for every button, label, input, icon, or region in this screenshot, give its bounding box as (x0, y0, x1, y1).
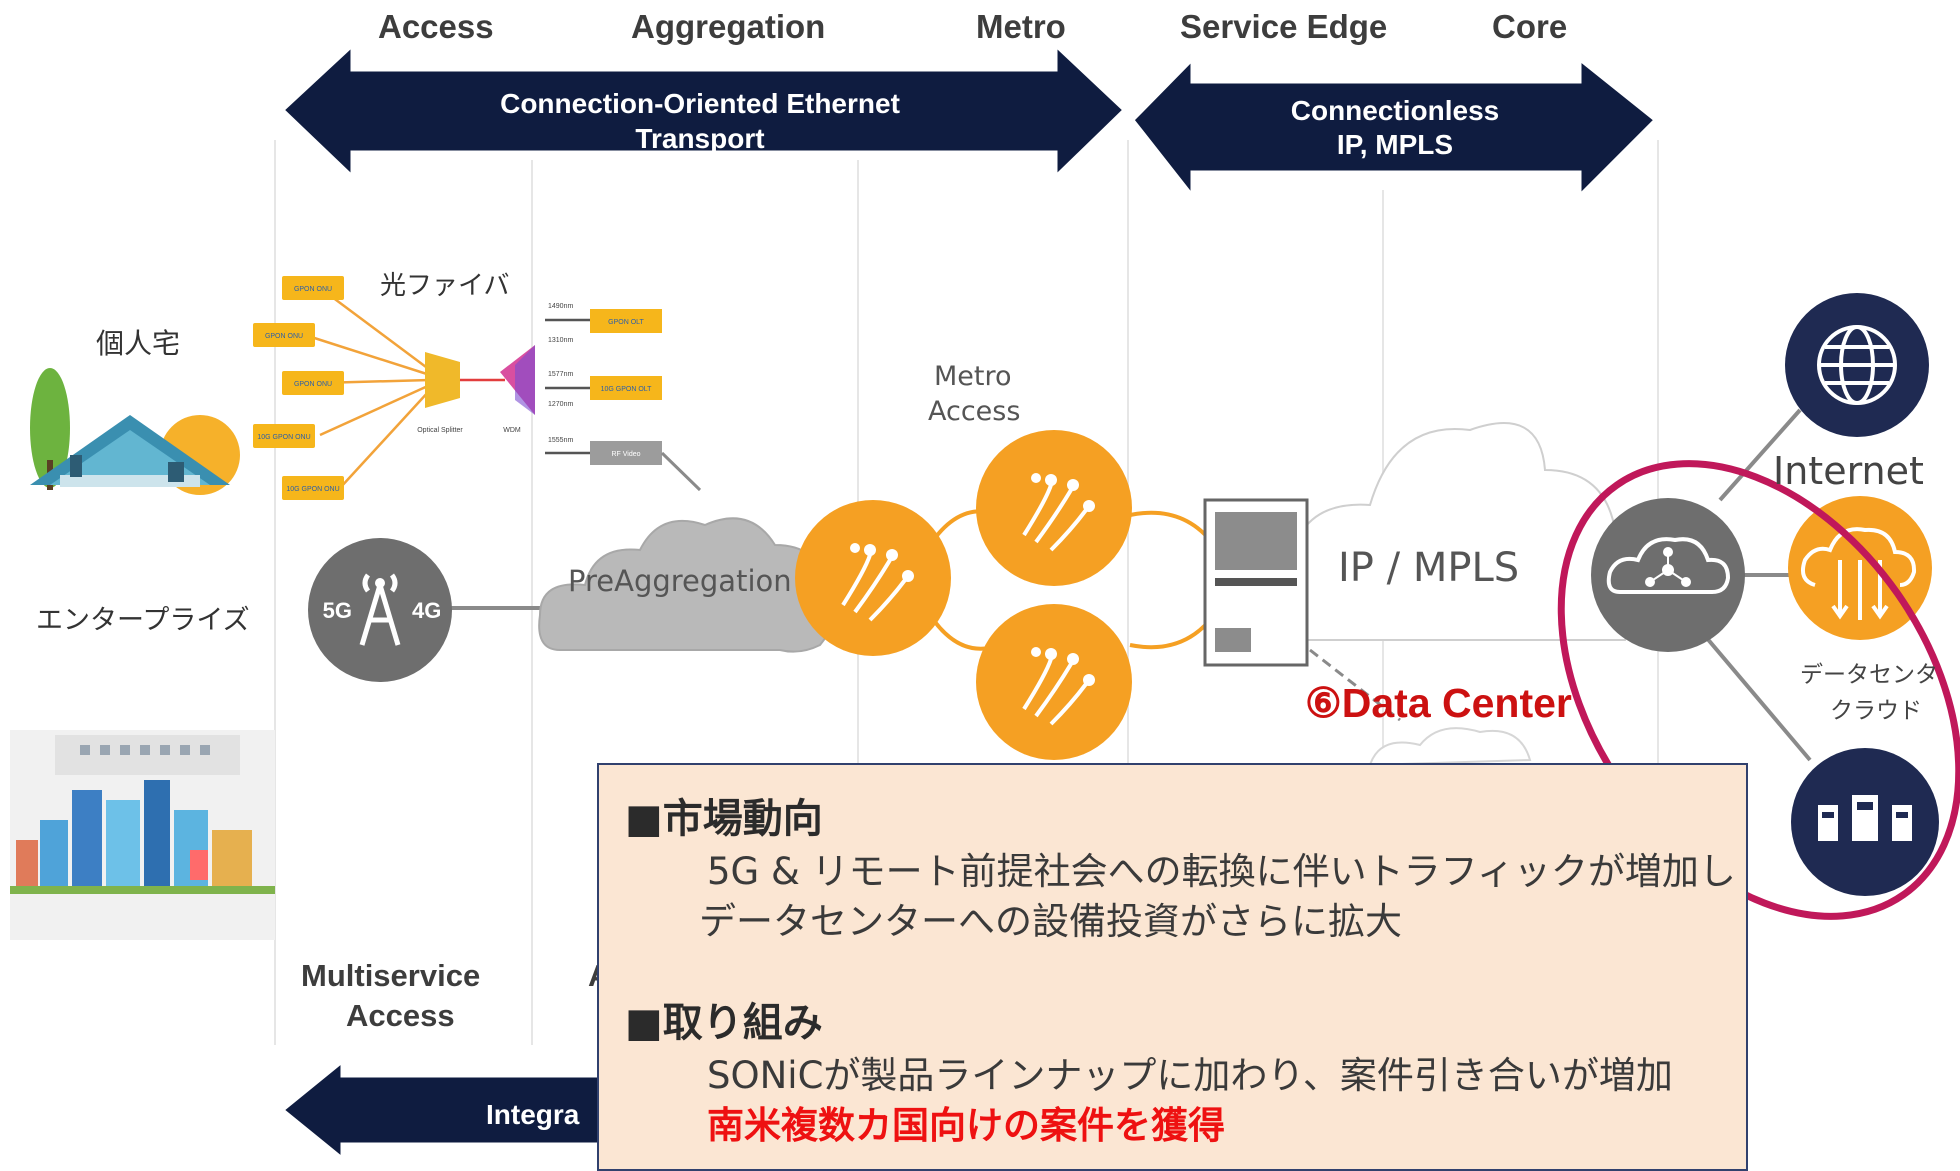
router-icons (841, 484, 1088, 726)
svg-text:1310nm: 1310nm (548, 337, 573, 344)
connectionless-arrow (1131, 56, 1658, 200)
data-center-label: ⑥Data Center (1305, 680, 1572, 726)
olt-boxes (590, 309, 662, 465)
olt-labels: GPON OLT 10G GPON OLT RF Video (601, 319, 653, 458)
multiservice-label-line1: Multiservice (301, 958, 481, 993)
svg-text:1270nm: 1270nm (548, 401, 573, 408)
rf-video-link (660, 451, 702, 492)
connectionless-label-line1: Connectionless (1290, 95, 1500, 126)
preaggregation-label: PreAggregation (568, 564, 792, 598)
wdm-label: WDM (503, 427, 521, 434)
cellular-4g-label: 4G (412, 598, 441, 623)
info-box: ■市場動向 5G & リモート前提社会への転換に伴いトラフィックが増加し データ… (597, 763, 1748, 1171)
connectionless-label-line2: IP, MPLS (1336, 129, 1454, 160)
metro-access-label-line1: Metro (934, 361, 1012, 392)
svg-text:GPON ONU: GPON ONU (294, 286, 332, 293)
metro-access-label-line2: Access (928, 396, 1021, 427)
svg-text:GPON ONU: GPON ONU (294, 381, 332, 388)
svg-text:10G GPON ONU: 10G GPON ONU (257, 434, 310, 441)
optical-splitter (425, 352, 460, 408)
multiservice-label-line2: Access (346, 998, 455, 1033)
header-service-edge: Service Edge (1180, 8, 1388, 45)
initiatives-line1: SONiCが製品ラインナップに加わり、案件引き合いが増加 (707, 1054, 1673, 1097)
cloud-network-icon (1606, 537, 1731, 594)
connection-oriented-arrow (280, 42, 1127, 180)
enterprise-label: エンタープライズ (36, 605, 250, 636)
ip-mpls-label: IP / MPLS (1338, 545, 1520, 591)
svg-text:GPON ONU: GPON ONU (265, 333, 303, 340)
wdm-prism-shade (515, 345, 535, 415)
cloud-network-nodes (1645, 547, 1691, 587)
cell-tower-node (308, 538, 452, 682)
router-icon-dots (850, 473, 1095, 686)
svg-text:10G GPON ONU: 10G GPON ONU (286, 486, 339, 493)
dc-cloud (1368, 727, 1532, 767)
onu-boxes (253, 276, 344, 500)
globe-icon (1817, 325, 1897, 405)
dc-dashed-link (1309, 648, 1401, 722)
initiatives-title: ■取り組み (625, 1000, 823, 1046)
dc-cloud-label-line2: クラウド (1830, 698, 1922, 724)
connection-oriented-label: Connection-Oriented Ethernet Transport (500, 88, 900, 154)
router-nodes (795, 430, 1132, 760)
initiatives-highlight: 南米複数カ国向けの案件を獲得 (707, 1104, 1225, 1147)
market-trend-title: ■市場動向 (625, 796, 823, 842)
svg-text:10G GPON OLT: 10G GPON OLT (601, 386, 653, 393)
integrated-arrow-label: Integra (486, 1099, 580, 1130)
header-metro: Metro (976, 8, 1066, 45)
internet-label: Internet (1773, 449, 1924, 493)
header-access: Access (378, 8, 494, 45)
svg-text:1555nm: 1555nm (548, 437, 573, 444)
residence-illustration (30, 368, 240, 495)
dc-cloud-label-line1: データセンタ (1800, 662, 1938, 688)
fiber-lines (304, 286, 590, 489)
wavelength-labels: 1490nm 1310nm 1577nm 1270nm 1555nm (548, 303, 573, 444)
svg-text:RF Video: RF Video (611, 451, 640, 458)
svg-text:GPON OLT: GPON OLT (608, 319, 644, 326)
splitter-label: Optical Splitter (417, 427, 463, 434)
server-rack (1203, 498, 1309, 667)
svg-text:1577nm: 1577nm (548, 371, 573, 378)
fiber-label: 光ファイバ (380, 271, 510, 301)
onu-labels: GPON ONU GPON ONU GPON ONU 10G GPON ONU … (257, 286, 339, 493)
market-trend-line1: 5G & リモート前提社会への転換に伴いトラフィックが増加し (707, 850, 1736, 893)
antenna-tip (375, 578, 385, 588)
header-core: Core (1492, 8, 1568, 45)
enterprise-illustration (10, 730, 275, 940)
market-trend-line2: データセンターへの設備投資がさらに拡大 (699, 900, 1402, 943)
residence-label: 個人宅 (96, 327, 181, 360)
cellular-5g-label: 5G (323, 598, 352, 623)
antenna-icon (359, 573, 401, 646)
svg-text:1490nm: 1490nm (548, 303, 573, 310)
header-aggregation: Aggregation (631, 8, 826, 45)
servers-icon-slots (1822, 802, 1908, 818)
